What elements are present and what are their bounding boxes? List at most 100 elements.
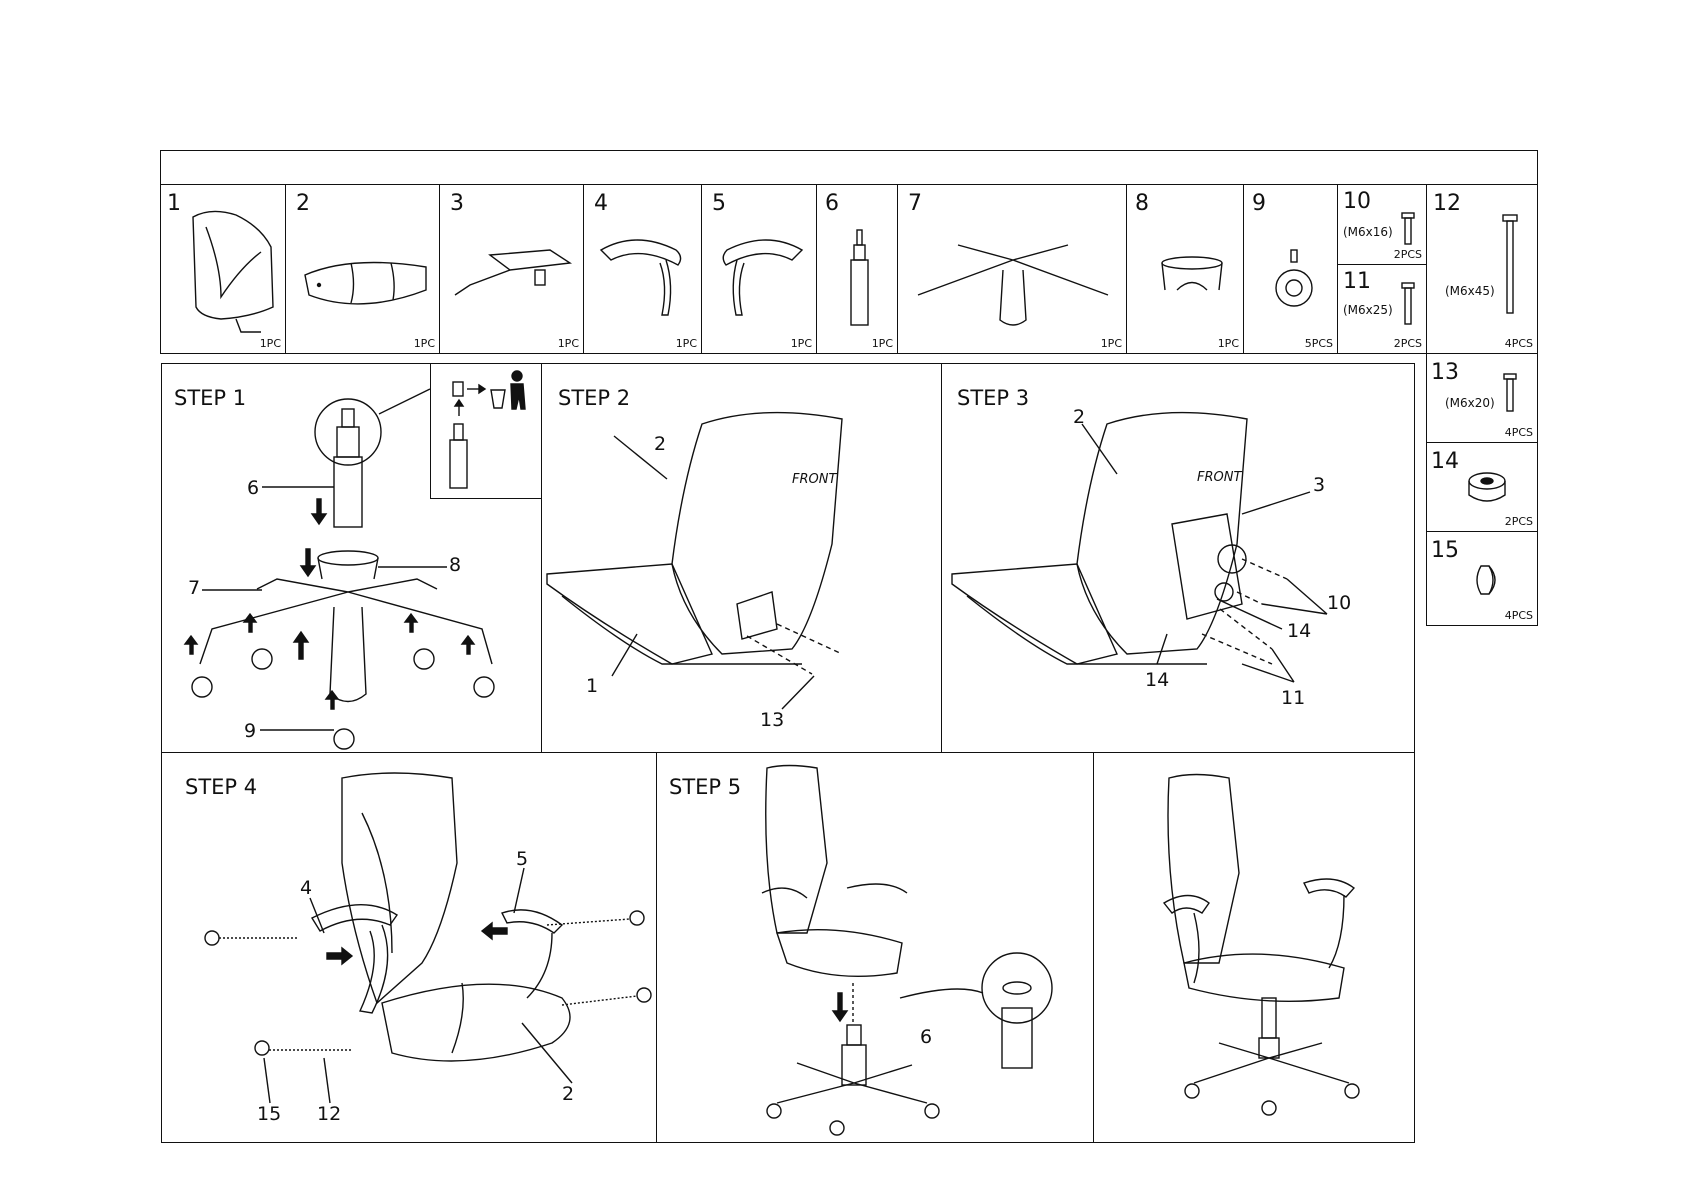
front-label: FRONT	[792, 472, 837, 487]
step-label: STEP 2	[558, 386, 631, 410]
step-label: STEP 4	[185, 775, 258, 799]
part-cell-7: 7 1PC	[897, 184, 1127, 354]
part-qty: 1PC	[1217, 337, 1239, 350]
bolt-icon	[1503, 373, 1517, 412]
seat-icon	[304, 261, 427, 305]
bolt-icon	[1401, 282, 1415, 325]
part-qty: 1PC	[413, 337, 435, 350]
part-number: 9	[1252, 191, 1266, 216]
right-armrest-icon	[722, 239, 804, 316]
callout-12: 12	[317, 1103, 342, 1125]
caster-icon	[1275, 249, 1313, 307]
callout-2: 2	[562, 1083, 575, 1105]
callout-11: 11	[1281, 687, 1306, 709]
part-qty: 1PC	[675, 337, 697, 350]
left-armrest-icon	[599, 239, 682, 316]
part-qty: 5PCS	[1304, 337, 1333, 350]
part-qty: 1PC	[790, 337, 812, 350]
part-cell-4: 4 1PC	[583, 184, 702, 354]
mechanism-icon	[454, 249, 573, 296]
cap-icon	[1476, 565, 1496, 595]
assembled-chair-illustration	[1162, 773, 1360, 1116]
step-3-panel: STEP 3 2 3 10 14 14 11 FRONT	[941, 363, 1415, 753]
part-cell-2: 2 1PC	[285, 184, 440, 354]
callout-13: 13	[760, 709, 785, 731]
part-number: 7	[908, 191, 922, 216]
step-label: STEP 5	[669, 775, 742, 799]
step-4-panel: STEP 4 4 5 15 12 2	[161, 752, 657, 1143]
callout-10: 10	[1327, 592, 1352, 614]
callout-3: 3	[1313, 474, 1326, 496]
part-spec: (M6x45)	[1445, 284, 1495, 298]
part-number: 15	[1431, 538, 1459, 563]
part-qty: 1PC	[557, 337, 579, 350]
callout-14: 14	[1145, 669, 1170, 691]
part-cell-3: 3 1PC	[439, 184, 584, 354]
part-qty: 2PCS	[1504, 515, 1533, 528]
step-label: STEP 1	[174, 386, 247, 410]
part-number: 12	[1433, 191, 1461, 216]
part-qty: 4PCS	[1504, 337, 1533, 350]
front-label: FRONT	[1197, 470, 1242, 485]
step-2-panel: STEP 2 2 1 13 FRONT	[541, 363, 942, 753]
washer-icon	[1468, 472, 1506, 502]
step-1-diagram	[183, 388, 495, 750]
part-spec: (M6x16)	[1343, 225, 1393, 239]
part-qty: 1PC	[871, 337, 893, 350]
step-5-panel: STEP 5 6	[656, 752, 1094, 1143]
step-1-inset	[430, 363, 542, 499]
part-number: 14	[1431, 449, 1459, 474]
part-number: 13	[1431, 360, 1459, 385]
long-bolt-icon	[1502, 214, 1518, 314]
base-icon	[917, 244, 1109, 326]
part-cell-5: 5 1PC	[701, 184, 817, 354]
part-cell-12: 12 (M6x45) 4PCS	[1426, 184, 1538, 354]
callout-9: 9	[244, 720, 257, 742]
backrest-icon	[192, 210, 274, 333]
bolt-icon	[1401, 212, 1415, 245]
part-qty: 1PC	[1100, 337, 1122, 350]
part-cell-8: 8 1PC	[1126, 184, 1244, 354]
gas-lift-icon	[850, 229, 869, 326]
discard-cap-icon	[449, 370, 526, 489]
callout-6: 6	[920, 1026, 933, 1048]
part-qty: 4PCS	[1504, 609, 1533, 622]
part-cell-15: 15 4PCS	[1426, 531, 1538, 626]
part-cell-10: 10 (M6x16) 2PCS	[1337, 184, 1427, 265]
part-number: 4	[594, 191, 608, 216]
step-label: STEP 3	[957, 386, 1030, 410]
step-5-diagram	[761, 764, 1053, 1136]
callout-5: 5	[516, 848, 529, 870]
part-cell-6: 6 1PC	[816, 184, 898, 354]
part-number: 5	[712, 191, 726, 216]
callout-1: 1	[586, 675, 599, 697]
callout-15: 15	[257, 1103, 282, 1125]
callout-7: 7	[188, 577, 201, 599]
part-qty: 2PCS	[1393, 337, 1422, 350]
part-number: 2	[296, 191, 310, 216]
part-number: 10	[1343, 189, 1371, 214]
part-number: 3	[450, 191, 464, 216]
callout-6: 6	[247, 477, 260, 499]
final-chair-panel	[1093, 752, 1415, 1143]
part-cell-13: 13 (M6x20) 4PCS	[1426, 353, 1538, 443]
step-2-diagram	[546, 411, 843, 710]
part-qty: 1PC	[259, 337, 281, 350]
callout-8: 8	[449, 554, 462, 576]
part-number: 6	[825, 191, 839, 216]
callout-14: 14	[1287, 620, 1312, 642]
header-bar	[160, 150, 1538, 185]
part-qty: 4PCS	[1504, 426, 1533, 439]
callout-4: 4	[300, 877, 313, 899]
part-number: 8	[1135, 191, 1149, 216]
part-cell-9: 9 5PCS	[1243, 184, 1338, 354]
part-number: 11	[1343, 269, 1371, 294]
cover-icon	[1161, 256, 1223, 291]
step-3-diagram	[951, 411, 1328, 683]
part-spec: (M6x20)	[1445, 396, 1495, 410]
callout-2: 2	[654, 433, 667, 455]
part-cell-14: 14 2PCS	[1426, 442, 1538, 532]
part-number: 1	[167, 191, 181, 216]
part-cell-11: 11 (M6x25) 2PCS	[1337, 264, 1427, 354]
part-spec: (M6x25)	[1343, 303, 1393, 317]
